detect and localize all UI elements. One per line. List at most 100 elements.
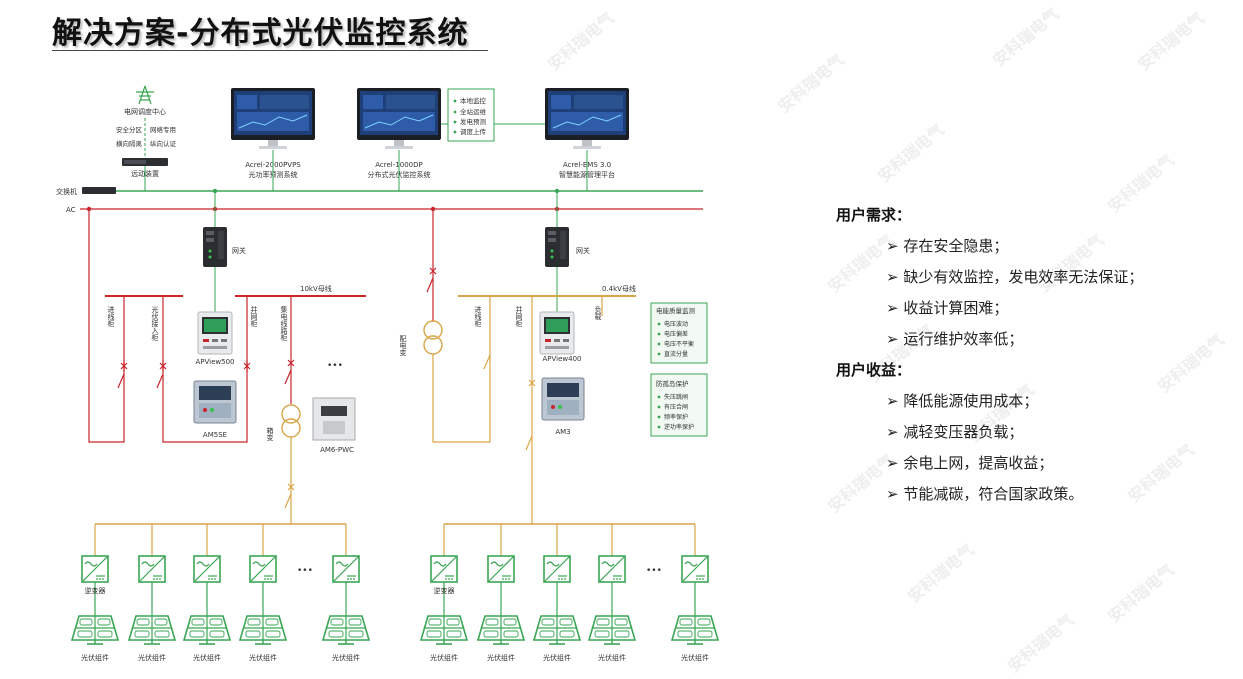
pv-module-label: 光伏组件 (332, 653, 360, 662)
am3-icon (541, 377, 585, 421)
pv-module-icon (477, 615, 525, 645)
switch-label: 交换机 (56, 187, 77, 196)
gateway-left-icon (203, 227, 227, 267)
function-item: 调度上传 (460, 127, 487, 136)
ellipsis-bottom-right: ••• (646, 566, 662, 576)
am6-pwc-label: AM6-PWC (320, 446, 354, 454)
function-box (441, 88, 545, 142)
pv-module-label: 光伏组件 (487, 653, 515, 662)
inverter-label: 逆变器 (434, 586, 455, 595)
watermark-text: 安科瑞电气 (904, 540, 978, 607)
cab-load-label: 负载 (594, 305, 602, 321)
security-tag-3: 横向隔离 (116, 139, 143, 148)
inverter-icon (543, 555, 571, 583)
needs-item: 运行维护效率低； (886, 326, 1226, 357)
dist-transformer-label: 配电变 (399, 335, 407, 357)
bus-04kv-label: 0.4kV母线 (602, 284, 636, 293)
page-title: 解决方案-分布式光伏监控系统 (52, 16, 469, 51)
lv-feeder-left (284, 437, 295, 524)
am5se-label: AM5SE (203, 431, 227, 439)
cab-in-right-label: 进线柜 (474, 306, 482, 328)
watermark-text: 安科瑞电气 (874, 120, 948, 187)
box-transformer-label: 箱变 (266, 426, 274, 442)
watermark-text: 安科瑞电气 (774, 50, 848, 117)
benefits-item: 降低能源使用成本； (886, 388, 1226, 419)
inverter-icon (138, 555, 166, 583)
function-item: 发电预测 (460, 117, 487, 126)
pq-item: 电压偏差 (664, 330, 688, 338)
inverter-icon (487, 555, 515, 583)
inverter-label: 逆变器 (85, 586, 106, 595)
function-item: 本地监控 (460, 96, 487, 105)
ellipsis-left: ••• (327, 361, 343, 371)
watermark-text: 安科瑞电气 (989, 4, 1063, 71)
apview400-label: APView400 (543, 355, 582, 363)
pv-module-icon (671, 615, 719, 645)
pq-title: 电能质量监测 (656, 306, 696, 315)
pv-module-icon (533, 615, 581, 645)
pv-module-icon (71, 615, 119, 645)
am6-pwc-icon (312, 397, 356, 441)
am5se-icon (193, 380, 237, 424)
pv-module-label: 光伏组件 (430, 653, 458, 662)
grid-center-label: 电网调度中心 (124, 107, 166, 116)
pv-module-label: 光伏组件 (543, 653, 571, 662)
benefits-item: 节能减碳，符合国家政策。 (886, 481, 1226, 512)
pv-module-label: 光伏组件 (249, 653, 277, 662)
anti-item: 频率保护 (664, 413, 688, 421)
lv-feeders-right (432, 296, 603, 524)
apview500-label: APView500 (196, 358, 235, 366)
inverter-icon (81, 555, 109, 583)
benefits-list: 降低能源使用成本； 减轻变压器负载； 余电上网，提高收益； 节能减碳，符合国家政… (836, 388, 1226, 512)
pv-module-label: 光伏组件 (138, 653, 166, 662)
security-tag-1: 安全分区 (116, 125, 143, 134)
pv-module-icon (420, 615, 468, 645)
gateway-right-label: 网关 (576, 246, 590, 255)
watermark-text: 安科瑞电气 (1004, 610, 1078, 677)
cab-col-label: 集电线路柜 (280, 305, 288, 342)
power-quality-box (650, 302, 708, 364)
title-underline (52, 50, 488, 51)
inverter-icon (430, 555, 458, 583)
needs-item: 缺少有效监控，发电效率无法保证； (886, 264, 1226, 295)
cab-grid-label-right: 并网柜 (515, 305, 523, 328)
anti-island-box (650, 373, 708, 437)
pv-module-icon (588, 615, 636, 645)
system-diagram: 电网调度中心 安全分区 网络专用 横向隔离 纵向认证 远动装置 Acrel-20… (56, 85, 719, 662)
dist-transformer-icon (423, 320, 443, 355)
needs-item: 存在安全隐患； (886, 233, 1226, 264)
apview400-icon (539, 311, 575, 355)
benefits-item: 余电上网，提高收益； (886, 450, 1226, 481)
apview500-icon (197, 311, 233, 355)
pv-module-label: 光伏组件 (598, 653, 626, 662)
ellipsis-bottom-left: ••• (297, 566, 313, 576)
gateway-left-label: 网关 (232, 246, 246, 255)
pv-module-label: 光伏组件 (193, 653, 221, 662)
pq-item: 电压不平衡 (664, 340, 694, 348)
pv-module-icon (322, 615, 370, 645)
cab-in-label: 进线柜 (107, 306, 115, 328)
tower-icon (136, 85, 154, 105)
dist-feeder (426, 209, 437, 322)
cab-grid-label-left: 并网柜 (250, 305, 258, 328)
anti-item: 失压跳闸 (664, 393, 688, 401)
inverter-icon (598, 555, 626, 583)
watermark-text: 安科瑞电气 (1104, 560, 1178, 627)
anti-item: 有压合闸 (664, 403, 688, 411)
pv-module-icon (128, 615, 176, 645)
security-tag-2: 网络专用 (150, 125, 176, 134)
monitor-2000pvps-icon (230, 87, 316, 150)
am3-label: AM3 (555, 428, 570, 436)
pq-item: 电压波动 (664, 320, 688, 328)
pv-module-label: 光伏组件 (681, 653, 709, 662)
bus-10kv-label: 10kV母线 (300, 284, 332, 293)
needs-title: 用户需求： (836, 206, 912, 224)
watermark-text: 安科瑞电气 (1134, 8, 1208, 75)
pq-item: 直流分量 (664, 350, 688, 358)
pv-module-label: 光伏组件 (81, 653, 109, 662)
needs-list: 存在安全隐患； 缺少有效监控，发电效率无法保证； 收益计算困难； 运行维护效率低… (836, 233, 1226, 357)
requirements-panel: 用户需求： 存在安全隐患； 缺少有效监控，发电效率无法保证； 收益计算困难； 运… (836, 202, 1226, 512)
monitor-ems-icon (544, 87, 630, 150)
anti-item: 逆功率保护 (664, 423, 694, 431)
ac-label: AC (66, 206, 76, 214)
